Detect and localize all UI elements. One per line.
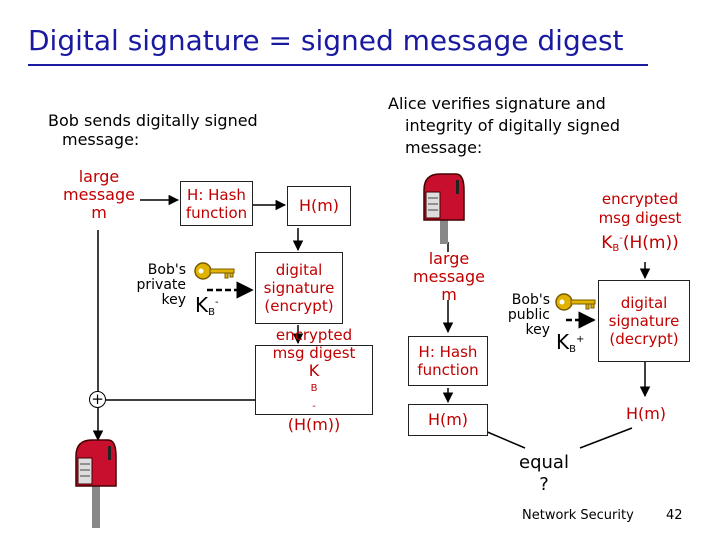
left-enc-tail: (H(m)) <box>287 415 341 434</box>
verify-line-2: signature <box>608 312 680 330</box>
right-message-line-1: large <box>428 249 470 268</box>
line-hm-to-equal-right <box>579 427 633 449</box>
left-hash-line-2: function <box>185 203 248 222</box>
right-heading-line-1: Alice verifies signature and <box>388 94 606 113</box>
left-message-line-2: message <box>63 185 135 204</box>
right-hash-output: H(m) <box>427 410 469 429</box>
verify-line-3: (decrypt) <box>609 330 679 348</box>
private-key-sup: - <box>215 297 219 308</box>
decrypted-hash-output: H(m) <box>606 398 686 430</box>
right-enc-line-3: KB-(H(m)) <box>590 228 690 260</box>
footer-page-number: 42 <box>666 508 683 523</box>
right-message-line-3: m <box>441 285 457 304</box>
title-underline <box>28 64 648 66</box>
public-key-icon <box>555 293 596 311</box>
right-message-line-2: message <box>413 267 485 286</box>
page-title: Digital signature = signed message diges… <box>28 24 624 57</box>
left-enc-k: K <box>308 361 320 380</box>
right-enc-sub: B <box>612 243 620 254</box>
left-large-message: large message m <box>56 168 142 222</box>
verify-decrypt-box: digital signature (decrypt) <box>598 280 690 362</box>
left-enc-sup: - <box>312 401 316 412</box>
private-key-sub: B <box>208 307 215 318</box>
sign-line-1: digital <box>275 261 323 279</box>
public-key-label-line-1: Bob's <box>511 292 550 308</box>
private-key-symbol: KB- <box>195 293 219 318</box>
sign-encrypt-box: digital signature (encrypt) <box>255 252 343 324</box>
left-enc-line-1: encrypted <box>275 326 353 344</box>
left-hash-line-1: H: Hash <box>187 185 246 204</box>
public-key-symbol: KB+ <box>556 330 584 355</box>
left-heading-line-2: message: <box>62 130 140 149</box>
right-enc-line-1: encrypted <box>601 190 679 208</box>
public-key-label-line-3: key <box>525 322 550 338</box>
private-key-label-line-3: key <box>161 292 186 308</box>
right-enc-line-2: msg digest <box>598 209 682 227</box>
left-mailbox-icon <box>75 439 117 528</box>
equality-check: equal ? <box>512 452 576 496</box>
right-encrypted-digest: encrypted msg digest KB-(H(m)) <box>590 190 690 260</box>
left-hash-output-box: H(m) <box>287 186 351 226</box>
public-key-sub: B <box>569 344 576 355</box>
left-hash-output: H(m) <box>298 196 340 215</box>
right-enc-tail: (H(m)) <box>622 233 679 253</box>
footer-course-name: Network Security <box>522 508 634 523</box>
private-key-k: K <box>195 293 209 317</box>
left-enc-line-2: msg digest <box>272 344 356 362</box>
public-key-k: K <box>556 330 570 354</box>
public-key-label-line-2: public <box>507 307 550 323</box>
right-hash-line-2: function <box>417 361 479 379</box>
right-large-message: large message m <box>410 250 488 304</box>
right-heading-line-2: integrity of digitally signed <box>405 116 621 135</box>
right-hash-function-box: H: Hash function <box>408 336 488 386</box>
right-mailbox-icon <box>423 173 465 244</box>
equality-word: equal <box>519 452 569 473</box>
right-enc-sup: - <box>619 233 623 244</box>
private-key-label-line-1: Bob's <box>147 262 186 278</box>
left-message-line-3: m <box>91 203 107 222</box>
left-enc-sub: B <box>310 383 318 394</box>
public-key-label: Bob's public key <box>500 293 550 338</box>
equality-question: ? <box>539 474 549 495</box>
left-heading-line-1: Bob sends digitally signed <box>48 111 258 130</box>
right-enc-k: K <box>601 233 613 253</box>
sign-line-3: (encrypt) <box>264 297 334 315</box>
left-hash-function-box: H: Hash function <box>180 181 253 226</box>
right-hash-output-box: H(m) <box>408 404 488 436</box>
right-hash-line-1: H: Hash <box>418 343 478 361</box>
left-message-line-1: large <box>78 167 120 186</box>
right-heading-line-3: message: <box>405 138 483 157</box>
private-key-icon <box>194 262 235 280</box>
combine-plus-icon: + <box>89 391 106 408</box>
public-key-sup: + <box>576 334 585 345</box>
private-key-label: Bob's private key <box>118 262 187 308</box>
private-key-label-line-2: private <box>136 277 187 293</box>
decrypted-hash-text: H(m) <box>625 404 667 423</box>
sign-line-2: signature <box>263 279 335 297</box>
verify-line-1: digital <box>620 294 668 312</box>
